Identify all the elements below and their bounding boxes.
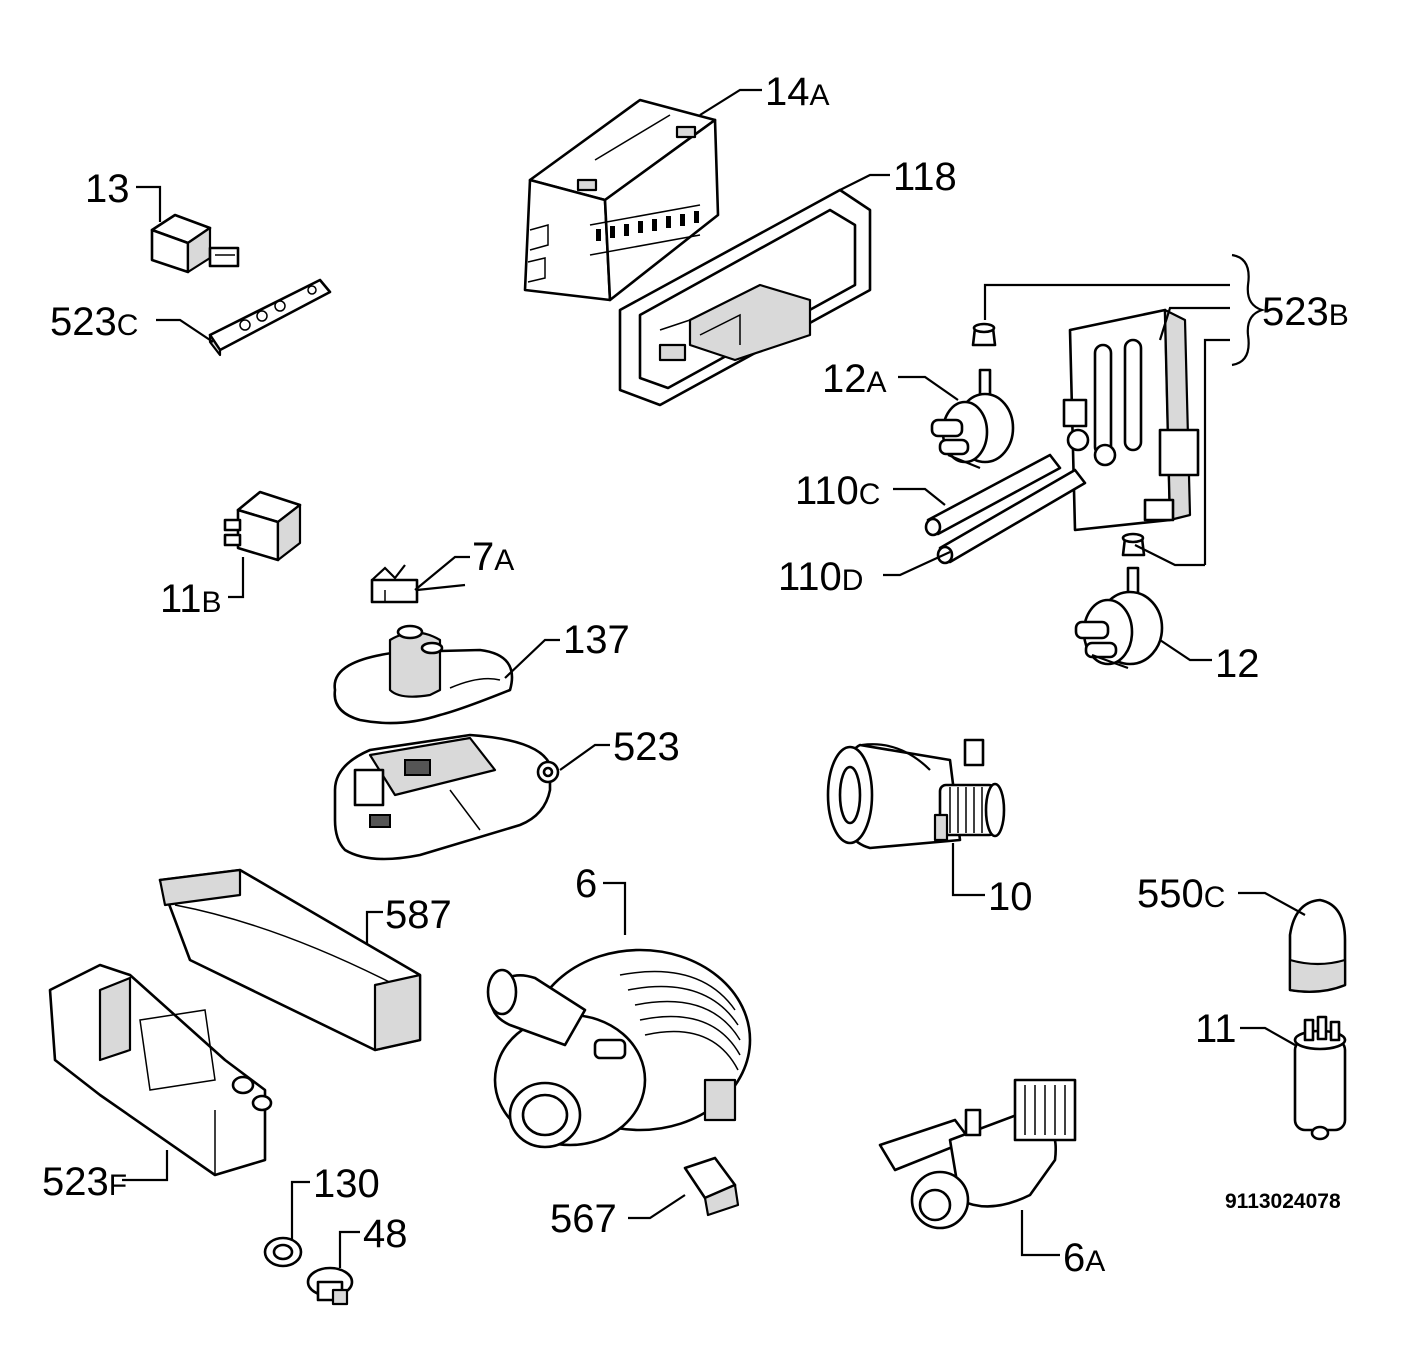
callout-550c: 550C [1137, 872, 1225, 916]
callout-523f: 523F [42, 1160, 127, 1204]
callout-137: 137 [563, 618, 630, 662]
part-7a-micro-switch [370, 564, 466, 604]
callout-10: 10 [988, 875, 1033, 919]
part-13-switch [150, 213, 240, 274]
callout-523c: 523C [50, 300, 138, 344]
part-48-plug [306, 1266, 354, 1306]
callout-12: 12 [1215, 642, 1260, 686]
callout-523b: 523B [1262, 290, 1349, 334]
part-550c-cap [1288, 898, 1347, 993]
callout-11: 11 [1195, 1007, 1237, 1051]
document-code: 9113024078 [1225, 1190, 1341, 1213]
leader-lines [122, 88, 1306, 1268]
part-11-capacitor [1293, 1015, 1347, 1141]
callout-110d: 110D [778, 555, 863, 599]
part-523f-cover [48, 963, 273, 1177]
callout-48: 48 [363, 1212, 408, 1256]
part-118-panel-housing [618, 188, 872, 407]
part-10-heater-unit [826, 738, 1006, 850]
part-12-pressure-switch [1074, 566, 1164, 670]
callout-118: 118 [893, 155, 957, 199]
part-523b-cap-top [971, 322, 997, 347]
part-523-float-housing [333, 733, 560, 861]
part-14a-electronic-module [523, 98, 720, 302]
part-6a-drain-pump [878, 1078, 1077, 1230]
callout-6a: 6A [1063, 1236, 1105, 1280]
callout-labels: 14A 118 13 523C 523B 12A 110C 110D 12 11… [42, 70, 1349, 1280]
callout-7a: 7A [472, 535, 514, 579]
callout-523: 523 [613, 725, 680, 769]
callout-12a: 12A [822, 357, 887, 401]
callout-567: 567 [550, 1197, 617, 1241]
callout-11b: 11B [160, 577, 222, 621]
part-130-seal-ring [263, 1236, 303, 1268]
part-11b-relay [223, 490, 302, 562]
callout-110c: 110C [795, 469, 880, 513]
callout-6: 6 [575, 862, 597, 906]
part-12a-pressure-switch [930, 368, 1015, 470]
part-6-pump-motor [486, 948, 752, 1149]
part-523c-bracket [208, 278, 332, 357]
part-523b-cap-bottom [1121, 532, 1146, 557]
part-587-insulation-panel [158, 868, 422, 1052]
part-137-float-cover [333, 624, 514, 725]
callout-587: 587 [385, 893, 452, 937]
callout-13: 13 [85, 167, 130, 211]
callout-14a: 14A [765, 70, 830, 114]
part-523b-support-bracket [1062, 308, 1200, 532]
part-110c-hose [924, 453, 1062, 537]
callout-130: 130 [313, 1162, 380, 1206]
part-567-connector [683, 1156, 740, 1217]
